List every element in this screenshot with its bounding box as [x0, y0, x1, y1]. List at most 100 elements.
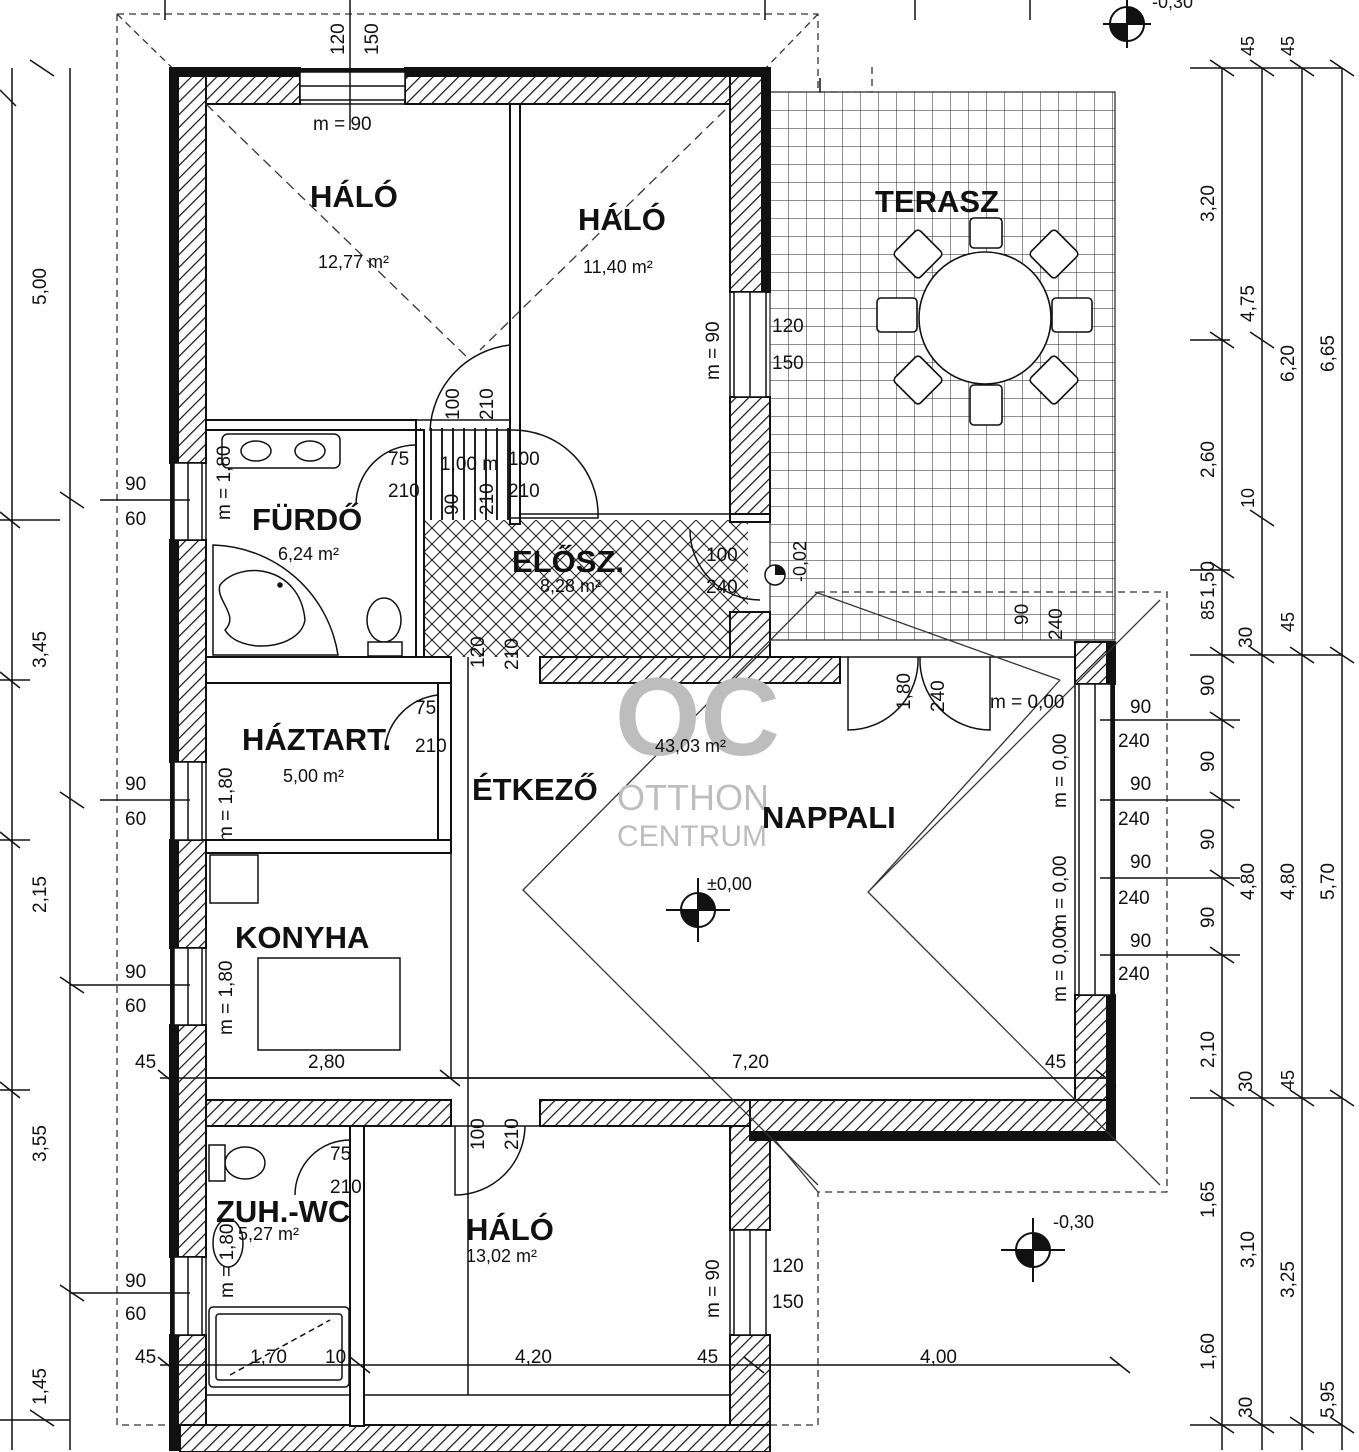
dim-konyha-45: 45 — [135, 1052, 156, 1073]
dim-haztart-win-90: 90 — [125, 774, 146, 795]
dim-furdo-door-75: 75 — [388, 449, 409, 470]
level-door-label: -0,02 — [790, 541, 810, 582]
dim-left-1: 3,45 — [30, 631, 51, 668]
dim-r3-0: 6,20 — [1278, 345, 1299, 382]
dim-top-150: 150 — [362, 23, 383, 55]
dim-r3-4: 3,25 — [1278, 1261, 1299, 1298]
dim-left-2: 2,15 — [30, 876, 51, 913]
dim-left-4: 1,45 — [30, 1368, 51, 1405]
dim-stair-100m: 1,00 m — [440, 454, 498, 475]
watermark-logo: OC — [615, 656, 780, 779]
dim-entry-door-240: 240 — [706, 577, 738, 598]
level-marker-right — [1001, 1218, 1065, 1282]
dim-window-m000-2: m = 0,00 — [1050, 856, 1071, 930]
dimension-texts-vertical: 120 150 100 210 90 210 m = 90 m = 1,80 1… — [214, 23, 1071, 1318]
dim-door-90v: 90 — [442, 494, 463, 515]
room-haztart-area: 5,00 m² — [283, 766, 344, 786]
room-zuhwc-area: 5,27 m² — [238, 1224, 299, 1244]
dim-r2-2: 3,10 — [1238, 1231, 1259, 1268]
dim-left-0: 5,00 — [30, 268, 51, 305]
dim-window3-240: 240 — [1118, 888, 1150, 909]
dim-window-m000-1: m = 0,00 — [1050, 734, 1071, 808]
dim-haztart-door-210: 210 — [415, 736, 447, 757]
dim-window3-90: 90 — [1130, 852, 1151, 873]
dim-furdo-win-60: 60 — [125, 509, 146, 530]
dim-r3-1: 45 — [1278, 612, 1298, 632]
doors — [294, 344, 991, 1196]
room-halo2-name: HÁLÓ — [578, 201, 666, 237]
dim-wc-win-60: 60 — [125, 1304, 146, 1325]
room-nappali-area: 43,03 m² — [655, 736, 726, 756]
dim-r1-11: 1,60 — [1198, 1333, 1219, 1370]
dim-haztart-win-60: 60 — [125, 809, 146, 830]
dim-window1-240: 240 — [1118, 731, 1150, 752]
dim-r3-3: 45 — [1278, 1070, 1298, 1090]
dim-r1-0: 3,20 — [1198, 185, 1219, 222]
room-halo3-area: 13,02 m² — [466, 1246, 537, 1266]
dimension-chain-right-1: 3,20 2,60 1,50 30 90 90 90 90 2,10 30 1,… — [1198, 36, 1258, 1418]
dim-konyha-280: 2,80 — [308, 1052, 345, 1073]
dim-bottom-170: 1,70 — [250, 1347, 287, 1368]
dim-r3-2: 4,80 — [1278, 863, 1299, 900]
watermark: OC OTTHON CENTRUM — [615, 656, 780, 853]
dim-wc-win-90: 90 — [125, 1271, 146, 1292]
dim-wc-door-75: 75 — [330, 1144, 351, 1165]
terrace-table — [876, 217, 1093, 426]
room-konyha-name: KONYHA — [235, 920, 369, 955]
dim-bottom-45: 45 — [135, 1347, 156, 1368]
dimension-texts: m = 90 75 210 1,00 m 100 210 120 150 90 … — [125, 114, 1151, 1368]
dim-top-120: 120 — [328, 23, 349, 55]
dim-haztart-door-75: 75 — [415, 698, 436, 719]
dim-bottom-400: 4,00 — [920, 1347, 957, 1368]
dim-window-m000-3: m = 0,00 — [1050, 928, 1071, 1002]
dim-bottom-45b: 45 — [697, 1347, 718, 1368]
dim-r1-10: 1,65 — [1198, 1181, 1219, 1218]
dim-r1-6: 90 — [1198, 829, 1219, 850]
room-halo3-name: HÁLÓ — [466, 1211, 554, 1247]
dim-halo3-win-120: 120 — [772, 1256, 804, 1277]
dim-nappali-240: 240 — [928, 680, 949, 712]
level-labels: -0,30 ±0,00 -0,30 -0,02 — [707, 0, 1193, 1232]
dim-etkezo-210: 210 — [502, 638, 523, 670]
dim-nappali-45: 45 — [1045, 1052, 1066, 1073]
level-marker-center — [666, 878, 730, 942]
dim-window1-90: 90 — [1130, 697, 1151, 718]
room-elosz-name: ELŐSZ. — [512, 543, 624, 579]
dimension-chain-left: 5,00 3,45 2,15 3,55 1,45 — [30, 268, 51, 1405]
dim-halo2-m90: m = 90 — [703, 321, 724, 380]
dim-furdo-win-90: 90 — [125, 474, 146, 495]
room-furdo-area: 6,24 m² — [278, 544, 339, 564]
dim-terasz-240: 240 — [1046, 608, 1067, 640]
dim-halo3-door-100: 100 — [468, 1118, 489, 1150]
windows — [173, 71, 1112, 1336]
dim-wc-door-210: 210 — [330, 1177, 362, 1198]
watermark-line2: CENTRUM — [617, 820, 767, 853]
dim-r1-1: 2,60 — [1198, 441, 1219, 478]
dim-wc-m180: m = 1,80 — [217, 1224, 238, 1298]
dim-nappali-m000: m = 0,00 — [990, 692, 1064, 713]
level-marker-door — [764, 564, 786, 586]
dim-r1-9: 30 — [1236, 1071, 1257, 1092]
dimension-chain-right-3: 6,20 45 4,80 45 3,25 45 — [1278, 36, 1299, 1298]
dim-konyha-m180: m = 1,80 — [216, 961, 237, 1035]
level-markers — [666, 0, 1151, 1282]
dim-window2-90: 90 — [1130, 774, 1151, 795]
dim-halo2-door-210: 210 — [508, 481, 540, 502]
dimension-chain-right-2: 4,75 4,80 3,10 — [1238, 285, 1259, 1268]
dim-halo2-win-120: 120 — [772, 316, 804, 337]
dim-r1-3: 30 — [1236, 627, 1257, 648]
dim-r1-top-45: 45 — [1238, 36, 1258, 56]
level-right-label: -0,30 — [1053, 1212, 1094, 1232]
room-etkezo-name: ÉTKEZŐ — [472, 771, 598, 807]
dim-bottom-10: 10 — [325, 1347, 346, 1368]
dim-r4-1: 5,70 — [1318, 863, 1339, 900]
room-furdo-name: FÜRDŐ — [252, 501, 362, 537]
room-labels: HÁLÓ 12,77 m² HÁLÓ 11,40 m² TERASZ FÜRDŐ… — [216, 178, 999, 1266]
dim-halo2-win-150: 150 — [772, 353, 804, 374]
room-halo2-area: 11,40 m² — [583, 257, 653, 277]
level-top-label: -0,30 — [1152, 0, 1193, 12]
dim-window4-90: 90 — [1130, 931, 1151, 952]
dim-halo3-m90: m = 90 — [703, 1259, 724, 1318]
